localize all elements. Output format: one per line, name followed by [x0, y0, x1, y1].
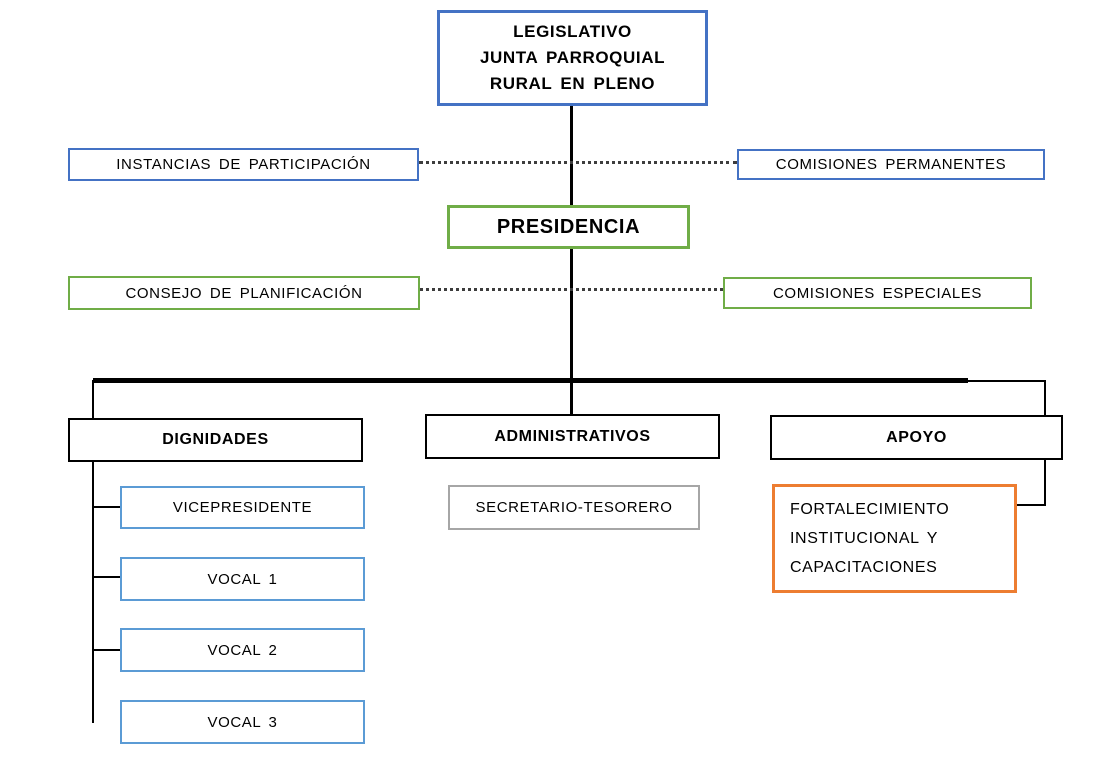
- node-dignidades: DIGNIDADES: [68, 418, 363, 462]
- connector-legislativo-presidencia: [570, 105, 573, 207]
- node-administrativos: ADMINISTRATIVOS: [425, 414, 720, 459]
- connector-apoyo-fortalecimiento-v: [1044, 459, 1046, 506]
- connector-presidencia-bar: [570, 249, 573, 415]
- connector-stub-vicepresidente: [92, 506, 120, 508]
- connector-main-bar: [93, 378, 968, 383]
- connector-apoyo-fortalecimiento-h: [1016, 504, 1046, 506]
- node-fortalecimiento: FORTALECIMIENTO INSTITUCIONAL Y CAPACITA…: [772, 484, 1017, 593]
- connector-bar-extension-right: [966, 380, 1046, 382]
- node-vocal-2: VOCAL 2: [120, 628, 365, 672]
- connector-bar-apoyo: [1044, 380, 1046, 416]
- node-apoyo: APOYO: [770, 415, 1063, 460]
- node-comisiones-especiales: COMISIONES ESPECIALES: [723, 277, 1032, 309]
- node-presidencia: PRESIDENCIA: [447, 205, 690, 249]
- node-legislativo: LEGISLATIVO JUNTA PARROQUIAL RURAL EN PL…: [437, 10, 708, 106]
- node-consejo-planificacion: CONSEJO DE PLANIFICACIÓN: [68, 276, 420, 310]
- connector-stub-vocal-1: [92, 576, 120, 578]
- node-vocal-3: VOCAL 3: [120, 700, 365, 744]
- node-instancias-participacion: INSTANCIAS DE PARTICIPACIÓN: [68, 148, 419, 181]
- node-secretario-tesorero: SECRETARIO-TESORERO: [448, 485, 700, 530]
- node-comisiones-permanentes: COMISIONES PERMANENTES: [737, 149, 1045, 180]
- node-vicepresidente: VICEPRESIDENTE: [120, 486, 365, 529]
- node-vocal-1: VOCAL 1: [120, 557, 365, 601]
- connector-stub-vocal-2: [92, 649, 120, 651]
- dotted-consejo-comisiones: [420, 288, 723, 291]
- dotted-instancias-comisiones: [419, 161, 737, 164]
- connector-bar-dignidades: [92, 380, 94, 419]
- connector-dignidades-children: [92, 461, 94, 723]
